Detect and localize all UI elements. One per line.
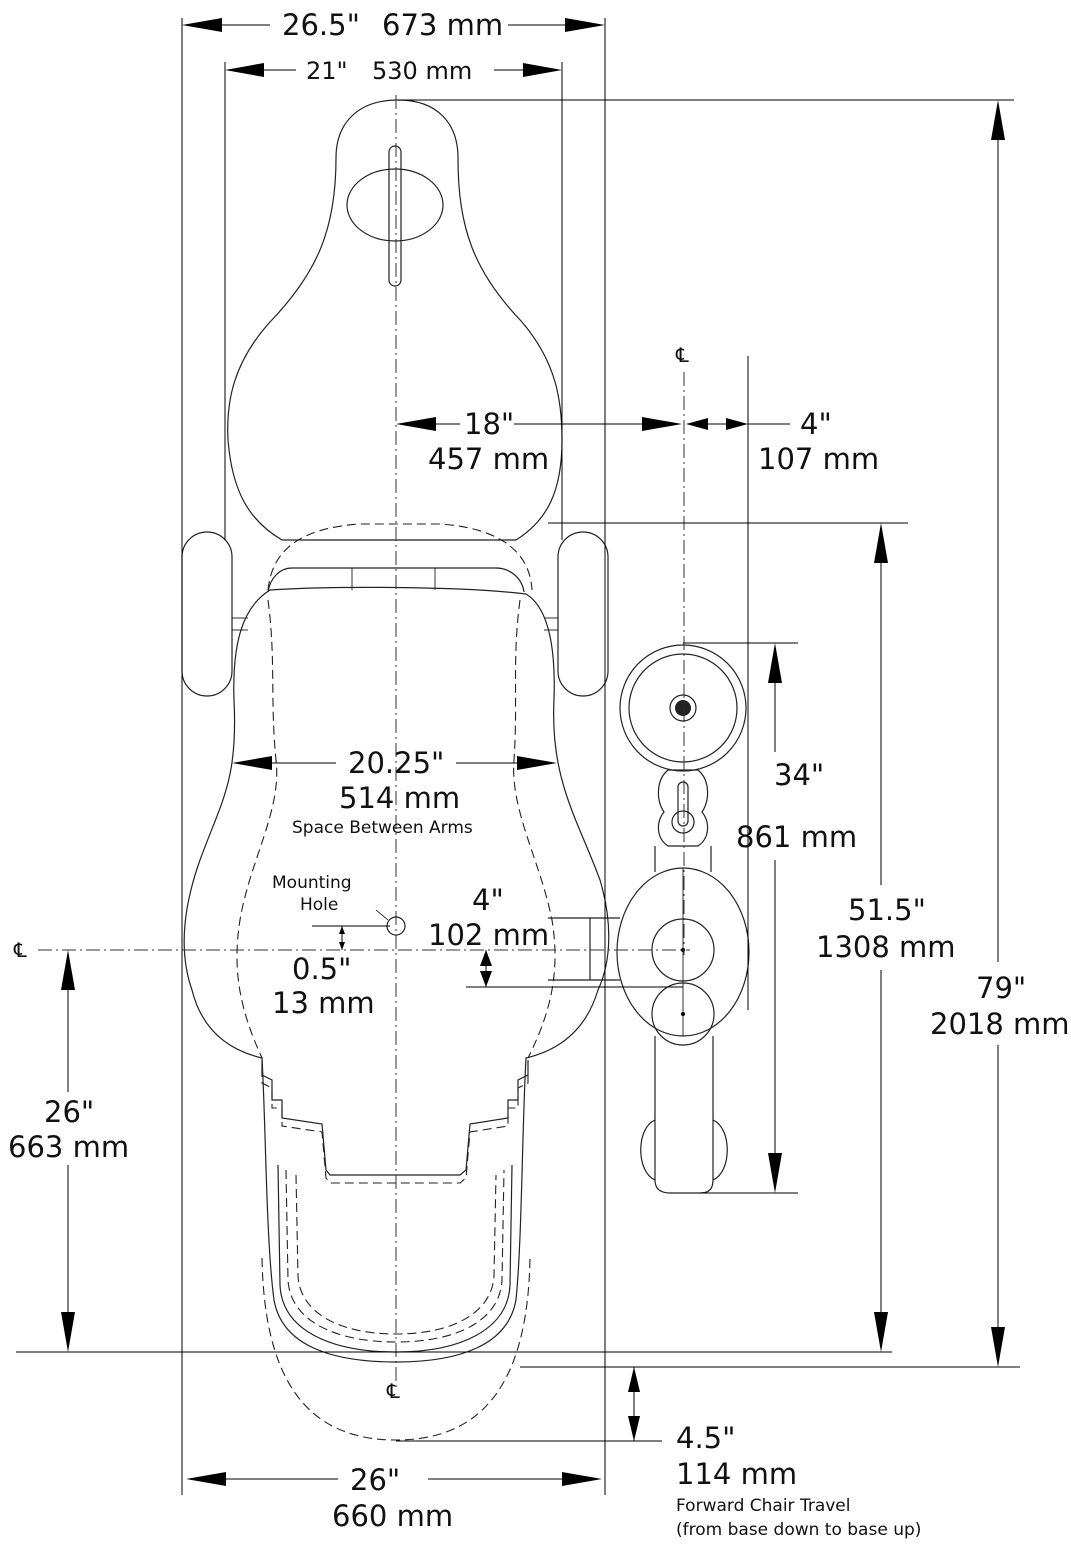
cuspidor-bowl-inner xyxy=(628,653,738,763)
base-to-center-in: 26" xyxy=(44,1095,94,1129)
overall-length-in: 79" xyxy=(976,971,1026,1005)
headrest-slot xyxy=(388,145,402,287)
base-width-in: 26" xyxy=(350,1463,400,1497)
lower-tray xyxy=(654,1036,714,1194)
centerline-symbol-left: ℄ xyxy=(13,938,27,962)
dim-chair-length: 51.5" 1308 mm xyxy=(816,523,956,1352)
chair-length-in: 51.5" xyxy=(848,893,926,927)
dim-headrest-width: 21" 530 mm xyxy=(225,57,562,85)
center-to-post-in: 18" xyxy=(464,407,514,441)
spout-outline xyxy=(657,769,709,847)
dim-base-width: 26" 660 mm xyxy=(186,1463,602,1533)
dim-base-to-center: 26" 663 mm xyxy=(8,950,129,1352)
left-armrest xyxy=(181,531,233,697)
delivery-arm-post xyxy=(654,846,712,872)
dim-overall-length: 79" 2018 mm xyxy=(930,100,1070,1367)
headrest-width-mm: 530 mm xyxy=(372,57,472,85)
forward-travel-note-2: (from base down to base up) xyxy=(676,1520,921,1540)
post-offset-mm: 107 mm xyxy=(758,442,879,476)
chair-connector-arm xyxy=(548,917,620,981)
delivery-hub-lower xyxy=(651,982,715,1046)
dim-space-between-arms: 20.25" 514 mm Space Between Arms xyxy=(232,746,557,838)
dim-mounting-hole: Mounting Hole 0.5" 13 mm xyxy=(272,873,375,1020)
mounting-hole-mm: 13 mm xyxy=(272,986,375,1020)
headrest-connector xyxy=(267,567,525,593)
dim-cuspidor-offset: 4" 102 mm xyxy=(428,883,549,987)
dim-overall-width: 26.5" 673 mm xyxy=(182,8,605,42)
base-to-center-mm: 663 mm xyxy=(8,1130,129,1164)
overall-width-in: 26.5" xyxy=(282,8,360,42)
centerline-symbol-top: ℄ xyxy=(675,343,689,367)
dim-post-offset: 4" 107 mm xyxy=(686,407,879,476)
overall-width-mm: 673 mm xyxy=(382,8,503,42)
space-between-arms-in: 20.25" xyxy=(348,746,444,780)
footrest-outline xyxy=(277,1164,513,1353)
forward-travel-note-1: Forward Chair Travel xyxy=(676,1496,850,1516)
overall-length-mm: 2018 mm xyxy=(930,1007,1070,1041)
cuspidor-offset-mm: 102 mm xyxy=(428,918,549,952)
cuspidor-drain xyxy=(669,694,697,722)
dim-center-to-post: 18" 457 mm xyxy=(396,407,682,476)
base-width-mm: 660 mm xyxy=(332,1499,453,1533)
post-offset-in: 4" xyxy=(800,407,832,441)
cuspidor-offset-in: 4" xyxy=(472,883,504,917)
extension-lines xyxy=(16,18,1020,1495)
forward-travel-outline xyxy=(261,1257,531,1441)
seat-body xyxy=(183,586,610,1363)
space-between-arms-note: Space Between Arms xyxy=(292,818,473,838)
forward-travel-mm: 114 mm xyxy=(676,1457,797,1491)
center-to-post-mm: 457 mm xyxy=(428,442,549,476)
dim-delivery-length: 34" 861 mm xyxy=(736,643,857,1193)
headrest-width-in: 21" xyxy=(306,57,348,85)
space-between-arms-mm: 514 mm xyxy=(339,781,460,815)
backrest-dashed-outline xyxy=(267,523,533,591)
right-armrest xyxy=(557,531,609,697)
mounting-hole-label-2: Hole xyxy=(300,895,338,915)
mounting-hole-in: 0.5" xyxy=(292,952,351,986)
forward-travel-in: 4.5" xyxy=(676,1421,735,1455)
headrest-pad xyxy=(346,168,444,242)
headrest-outline xyxy=(227,99,563,541)
chair-length-mm: 1308 mm xyxy=(816,930,956,964)
seat-dashed-contour xyxy=(236,599,278,1059)
cuspidor-bowl-outer xyxy=(619,644,747,772)
centerlines xyxy=(38,95,690,1390)
drain-grate-icon xyxy=(675,700,691,716)
delivery-unit xyxy=(548,644,750,1194)
centerline-symbol-bottom: ℄ xyxy=(386,1379,400,1403)
base-platform xyxy=(261,1060,529,1176)
chair-outline xyxy=(181,99,610,1441)
delivery-length-in: 34" xyxy=(774,758,824,792)
mounting-hole-label-1: Mounting xyxy=(272,873,352,893)
delivery-length-mm: 861 mm xyxy=(736,820,857,854)
dim-forward-travel: 4.5" 114 mm Forward Chair Travel (from b… xyxy=(628,1367,921,1540)
